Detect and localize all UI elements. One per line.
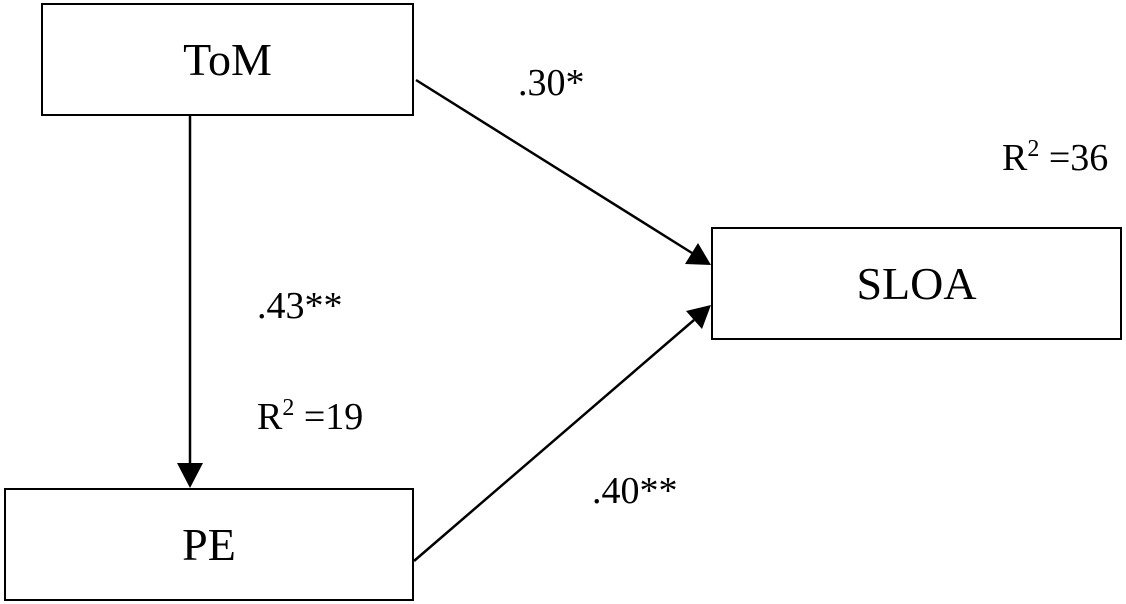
r-squared-pe-exponent: 2 [282, 395, 295, 421]
r-squared-sloa: R2 =36 [1002, 136, 1109, 179]
sloa-node-label: SLOA [856, 258, 977, 309]
path-coefficient-tom-pe: .43** [257, 285, 343, 327]
r-squared-pe-value: =19 [294, 396, 364, 438]
r-squared-pe-prefix: R [257, 396, 283, 438]
path-coefficient-tom-sloa: .30* [518, 62, 585, 104]
r-squared-pe: R2 =19 [257, 395, 364, 438]
path-coefficient-pe-sloa: .40** [592, 470, 678, 512]
tom-node: ToM [41, 3, 414, 116]
arrow-tom-to-pe [177, 116, 203, 488]
r-squared-sloa-prefix: R [1002, 137, 1028, 179]
r-squared-sloa-exponent: 2 [1027, 136, 1040, 162]
pe-node: PE [4, 488, 414, 601]
tom-node-label: ToM [183, 34, 272, 85]
sloa-node: SLOA [711, 227, 1122, 340]
r-squared-sloa-value: =36 [1039, 137, 1109, 179]
arrow-tom-to-sloa [415, 78, 711, 265]
pe-node-label: PE [182, 519, 236, 570]
arrow-pe-to-sloa [413, 305, 711, 562]
